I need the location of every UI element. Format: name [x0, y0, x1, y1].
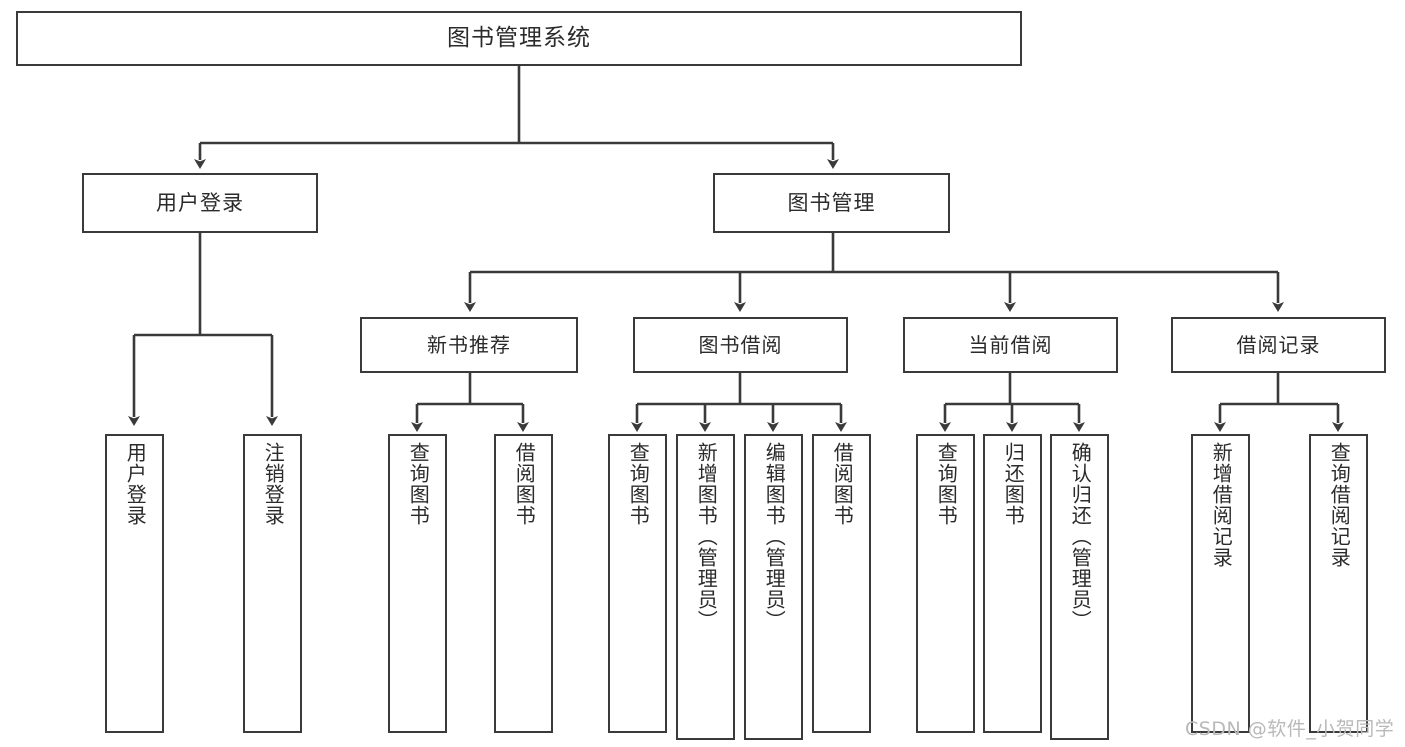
node-book-borrow[interactable]: 图书借阅: [633, 317, 848, 373]
leaf-query-record-label: 查询借阅记录: [1327, 442, 1352, 568]
node-new-book-recommend-label: 新书推荐: [427, 333, 511, 357]
leaf-return-book-label: 归还图书: [1001, 442, 1026, 526]
node-current-borrow[interactable]: 当前借阅: [903, 317, 1118, 373]
leaf-edit-book-label: 编辑图书（管理员）: [762, 442, 787, 631]
node-root-label: 图书管理系统: [447, 25, 591, 51]
node-root[interactable]: 图书管理系统: [16, 11, 1022, 66]
leaf-user-logout-label: 注销登录: [261, 442, 286, 526]
leaf-add-book-label: 新增图书（管理员）: [694, 442, 719, 631]
node-book-manage-label: 图书管理: [787, 190, 876, 215]
leaf-borrow-book-2[interactable]: 借阅图书: [812, 434, 871, 733]
leaf-query-book-3-label: 查询图书: [934, 442, 959, 526]
leaf-user-logout[interactable]: 注销登录: [243, 434, 302, 733]
node-new-book-recommend[interactable]: 新书推荐: [360, 317, 578, 373]
leaf-add-book[interactable]: 新增图书（管理员）: [676, 434, 735, 740]
leaf-borrow-book-1-label: 借阅图书: [512, 442, 537, 526]
node-user-login[interactable]: 用户登录: [82, 173, 318, 233]
leaf-query-book-3[interactable]: 查询图书: [916, 434, 975, 733]
node-borrow-record-label: 借阅记录: [1236, 333, 1321, 357]
leaf-query-book-1[interactable]: 查询图书: [388, 434, 447, 733]
leaf-confirm-return-label: 确认归还（管理员）: [1068, 442, 1093, 631]
leaf-query-book-2[interactable]: 查询图书: [608, 434, 667, 733]
leaf-return-book[interactable]: 归还图书: [983, 434, 1042, 733]
leaf-query-book-1-label: 查询图书: [406, 442, 431, 526]
leaf-add-record[interactable]: 新增借阅记录: [1191, 434, 1250, 733]
leaf-query-record[interactable]: 查询借阅记录: [1309, 434, 1368, 733]
leaf-query-book-2-label: 查询图书: [626, 442, 651, 526]
leaf-edit-book[interactable]: 编辑图书（管理员）: [744, 434, 803, 740]
leaf-borrow-book-1[interactable]: 借阅图书: [494, 434, 553, 733]
leaf-user-login-label: 用户登录: [123, 442, 148, 526]
node-book-manage[interactable]: 图书管理: [713, 173, 950, 233]
node-current-borrow-label: 当前借阅: [968, 333, 1053, 357]
leaf-borrow-book-2-label: 借阅图书: [830, 442, 855, 526]
leaf-user-login[interactable]: 用户登录: [105, 434, 164, 733]
node-user-login-label: 用户登录: [156, 190, 244, 215]
node-book-borrow-label: 图书借阅: [698, 333, 783, 357]
leaf-confirm-return[interactable]: 确认归还（管理员）: [1050, 434, 1109, 740]
node-borrow-record[interactable]: 借阅记录: [1171, 317, 1386, 373]
leaf-add-record-label: 新增借阅记录: [1209, 442, 1234, 568]
